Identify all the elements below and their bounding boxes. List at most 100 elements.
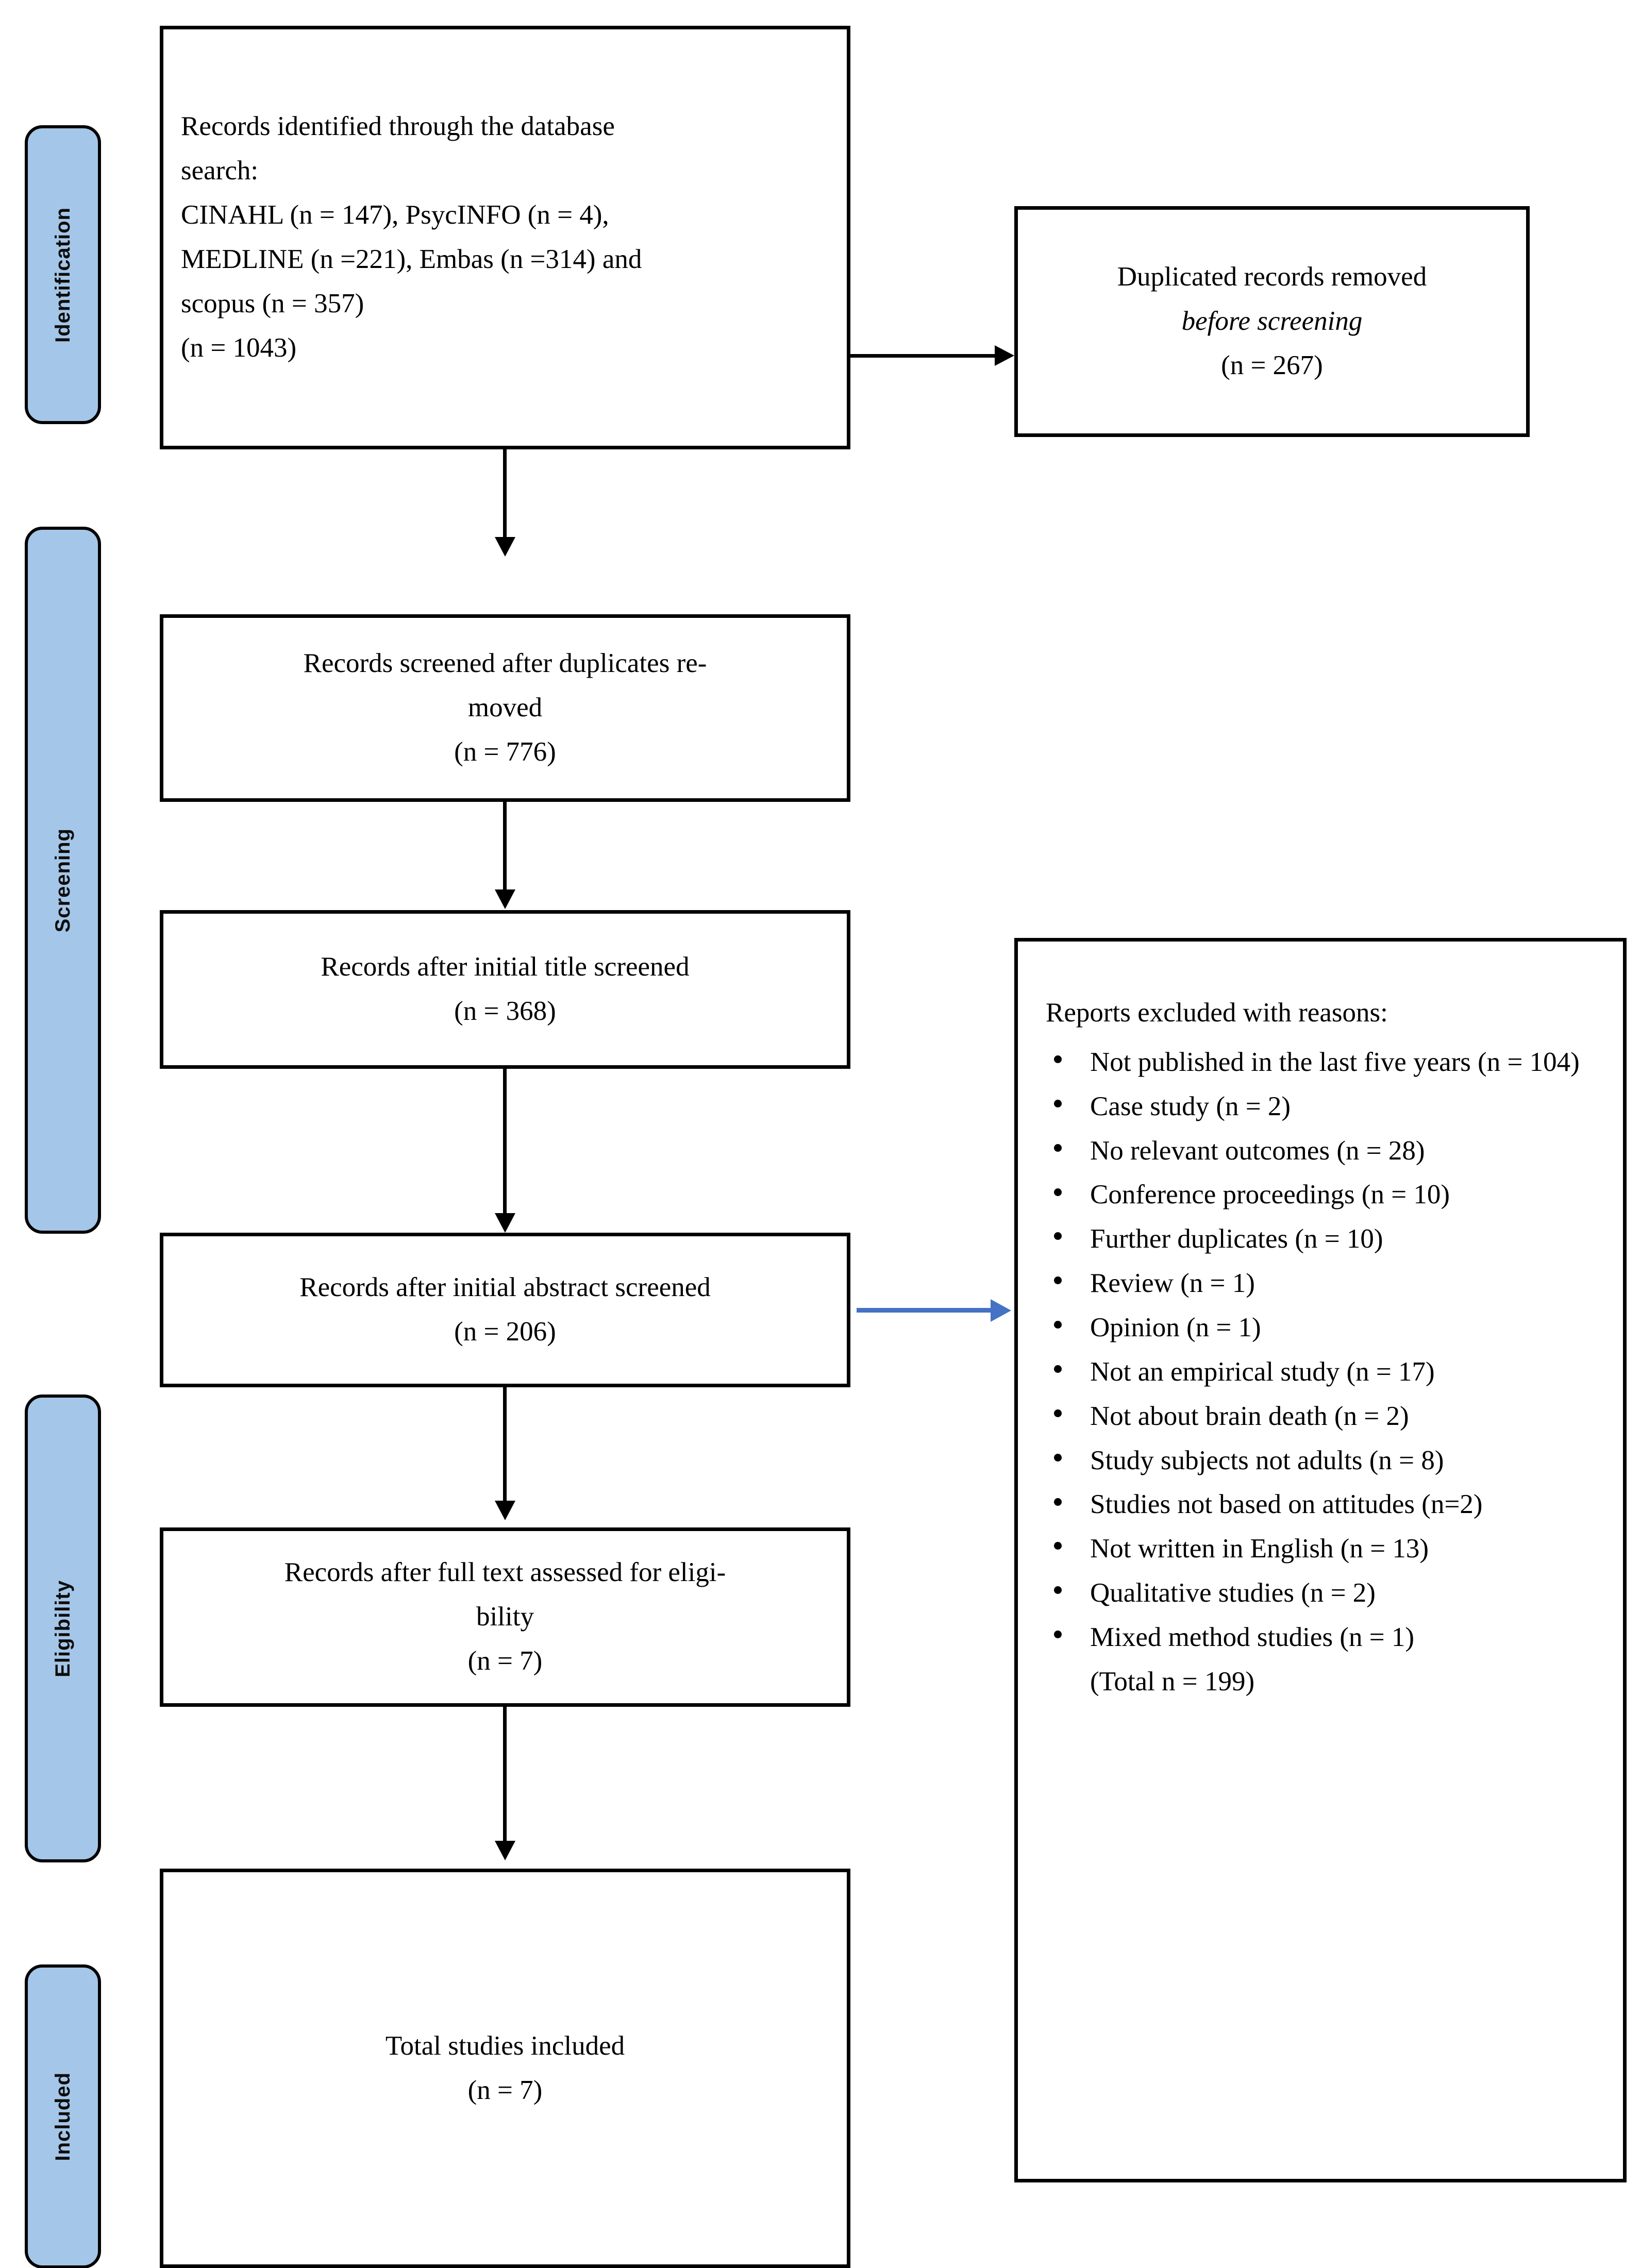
- arrowhead-abstract-to-excluded: [991, 1299, 1011, 1322]
- identified-line-5: scopus (n = 357): [181, 288, 364, 318]
- bullet-icon: [1054, 1498, 1062, 1506]
- list-item: Study subjects not adults (n = 8): [1041, 1439, 1602, 1483]
- list-item: Not written in English (n = 13): [1041, 1527, 1602, 1571]
- arrowhead-title-to-abstract: [495, 1213, 515, 1233]
- list-item: Not an empirical study (n = 17): [1041, 1350, 1602, 1395]
- excluded-reason-text: Opinion (n = 1): [1090, 1313, 1261, 1343]
- phase-identification: Identification: [25, 125, 101, 424]
- box-abstract-screened-text: Records after initial abstract screened …: [181, 1266, 829, 1354]
- box-total-studies-included: Total studies included (n = 7): [160, 1869, 850, 2268]
- bullet-icon: [1054, 1453, 1062, 1461]
- excluded-reason-text: Review (n = 1): [1090, 1268, 1255, 1299]
- list-item: Not about brain death (n = 2): [1041, 1395, 1602, 1439]
- fulltext-line-1: Records after full text assessed for eli…: [284, 1557, 726, 1588]
- arrowhead-fulltext-to-included: [495, 1841, 515, 1860]
- box-duplicates-removed-text: Duplicated records removed before screen…: [1035, 255, 1509, 388]
- bullet-icon: [1054, 1409, 1062, 1417]
- box-records-screened: Records screened after duplicates re- mo…: [160, 614, 850, 802]
- excluded-reason-text: Studies not based on attitudes (n=2): [1090, 1489, 1483, 1520]
- excluded-reason-text: Case study (n = 2): [1090, 1091, 1291, 1121]
- bullet-icon: [1054, 1276, 1062, 1285]
- bullet-icon: [1054, 1321, 1062, 1329]
- bullet-icon: [1054, 1055, 1062, 1063]
- excluded-title: Reports excluded with reasons:: [1046, 998, 1388, 1028]
- excluded-reason-text: Study subjects not adults (n = 8): [1090, 1445, 1444, 1475]
- list-item: Opinion (n = 1): [1041, 1306, 1602, 1350]
- list-item: Case study (n = 2): [1041, 1085, 1602, 1129]
- excluded-reason-text: Not written in English (n = 13): [1090, 1534, 1429, 1564]
- arrowhead-identified-to-duplicates: [995, 345, 1014, 366]
- list-item: Mixed method studies (n = 1): [1041, 1616, 1602, 1660]
- identified-line-4: MEDLINE (n =221), Embas (n =314) and: [181, 244, 642, 274]
- duplicates-line-2-italic: before screening: [1181, 306, 1363, 337]
- identified-line-2: search:: [181, 156, 259, 186]
- bullet-icon: [1054, 1365, 1062, 1373]
- phase-included-label: Included: [51, 2072, 74, 2161]
- bullet-icon: [1054, 1232, 1062, 1240]
- list-item: Qualitative studies (n = 2): [1041, 1571, 1602, 1616]
- list-item: Not published in the last five years (n …: [1041, 1040, 1602, 1085]
- connector-abstract-to-excluded: [857, 1308, 996, 1313]
- connector-abstract-to-fulltext: [503, 1387, 507, 1506]
- list-item: Conference proceedings (n = 10): [1041, 1173, 1602, 1217]
- phase-identification-label: Identification: [51, 207, 74, 343]
- bullet-icon: [1054, 1631, 1062, 1639]
- screened-line-1: Records screened after duplicates re-: [303, 648, 707, 679]
- box-records-identified-text: Records identified through the database …: [181, 105, 829, 370]
- included-line-2: (n = 7): [467, 2075, 543, 2105]
- box-records-identified: Records identified through the database …: [160, 26, 850, 449]
- duplicates-line-1: Duplicated records removed: [1117, 262, 1427, 292]
- bullet-icon: [1054, 1099, 1062, 1107]
- excluded-reasons-list: Not published in the last five years (n …: [1041, 1040, 1602, 1660]
- connector-screened-to-title: [503, 802, 507, 895]
- connector-identified-to-duplicates: [850, 354, 999, 358]
- bullet-icon: [1054, 1586, 1062, 1594]
- list-item: No relevant outcomes (n = 28): [1041, 1129, 1602, 1173]
- excluded-reason-text: Further duplicates (n = 10): [1090, 1224, 1383, 1254]
- box-title-screened-text: Records after initial title screened (n …: [181, 945, 829, 1034]
- screened-line-3: (n = 776): [454, 736, 556, 767]
- abstract-screened-line-1: Records after initial abstract screened: [299, 1272, 711, 1303]
- connector-title-to-abstract: [503, 1069, 507, 1218]
- excluded-reason-text: Conference proceedings (n = 10): [1090, 1180, 1450, 1210]
- excluded-total: (Total n = 199): [1090, 1666, 1255, 1696]
- bullet-icon: [1054, 1144, 1062, 1152]
- box-reports-excluded: Reports excluded with reasons: Not publi…: [1014, 938, 1627, 2182]
- connector-identified-to-screened: [503, 449, 507, 542]
- phase-screening: Screening: [25, 527, 101, 1234]
- screened-line-2: moved: [467, 693, 543, 723]
- excluded-reason-text: Qualitative studies (n = 2): [1090, 1578, 1376, 1608]
- fulltext-line-3: (n = 7): [467, 1645, 543, 1676]
- box-title-screened: Records after initial title screened (n …: [160, 910, 850, 1069]
- abstract-screened-line-2: (n = 206): [454, 1317, 556, 1347]
- included-line-1: Total studies included: [385, 2030, 625, 2061]
- excluded-reason-text: Not about brain death (n = 2): [1090, 1401, 1409, 1431]
- fulltext-line-2: bility: [476, 1602, 534, 1632]
- excluded-reason-text: No relevant outcomes (n = 28): [1090, 1135, 1425, 1166]
- identified-line-1: Records identified through the database: [181, 111, 615, 142]
- phase-eligibility: Eligibility: [25, 1395, 101, 1862]
- identified-line-6: (n = 1043): [181, 332, 297, 363]
- list-item: Review (n = 1): [1041, 1262, 1602, 1306]
- excluded-reason-text: Mixed method studies (n = 1): [1090, 1622, 1415, 1653]
- excluded-reason-text: Not published in the last five years (n …: [1090, 1047, 1580, 1077]
- box-full-text-eligibility: Records after full text assessed for eli…: [160, 1527, 850, 1707]
- duplicates-line-3: (n = 267): [1221, 350, 1323, 380]
- bullet-icon: [1054, 1188, 1062, 1196]
- box-total-studies-included-text: Total studies included (n = 7): [181, 2024, 829, 2113]
- phase-screening-label: Screening: [51, 828, 74, 933]
- list-item: Studies not based on attitudes (n=2): [1041, 1483, 1602, 1527]
- box-abstract-screened: Records after initial abstract screened …: [160, 1233, 850, 1387]
- excluded-reason-text: Not an empirical study (n = 17): [1090, 1356, 1435, 1387]
- arrowhead-screened-to-title: [495, 889, 515, 909]
- box-full-text-eligibility-text: Records after full text assessed for eli…: [181, 1551, 829, 1684]
- arrowhead-abstract-to-fulltext: [495, 1501, 515, 1520]
- bullet-icon: [1054, 1542, 1062, 1550]
- list-item: Further duplicates (n = 10): [1041, 1217, 1602, 1262]
- title-screened-line-2: (n = 368): [454, 996, 556, 1026]
- box-records-screened-text: Records screened after duplicates re- mo…: [181, 642, 829, 775]
- phase-included: Included: [25, 1964, 101, 2268]
- identified-line-3: CINAHL (n = 147), PsycINFO (n = 4),: [181, 200, 609, 230]
- arrowhead-identified-to-screened: [495, 537, 515, 557]
